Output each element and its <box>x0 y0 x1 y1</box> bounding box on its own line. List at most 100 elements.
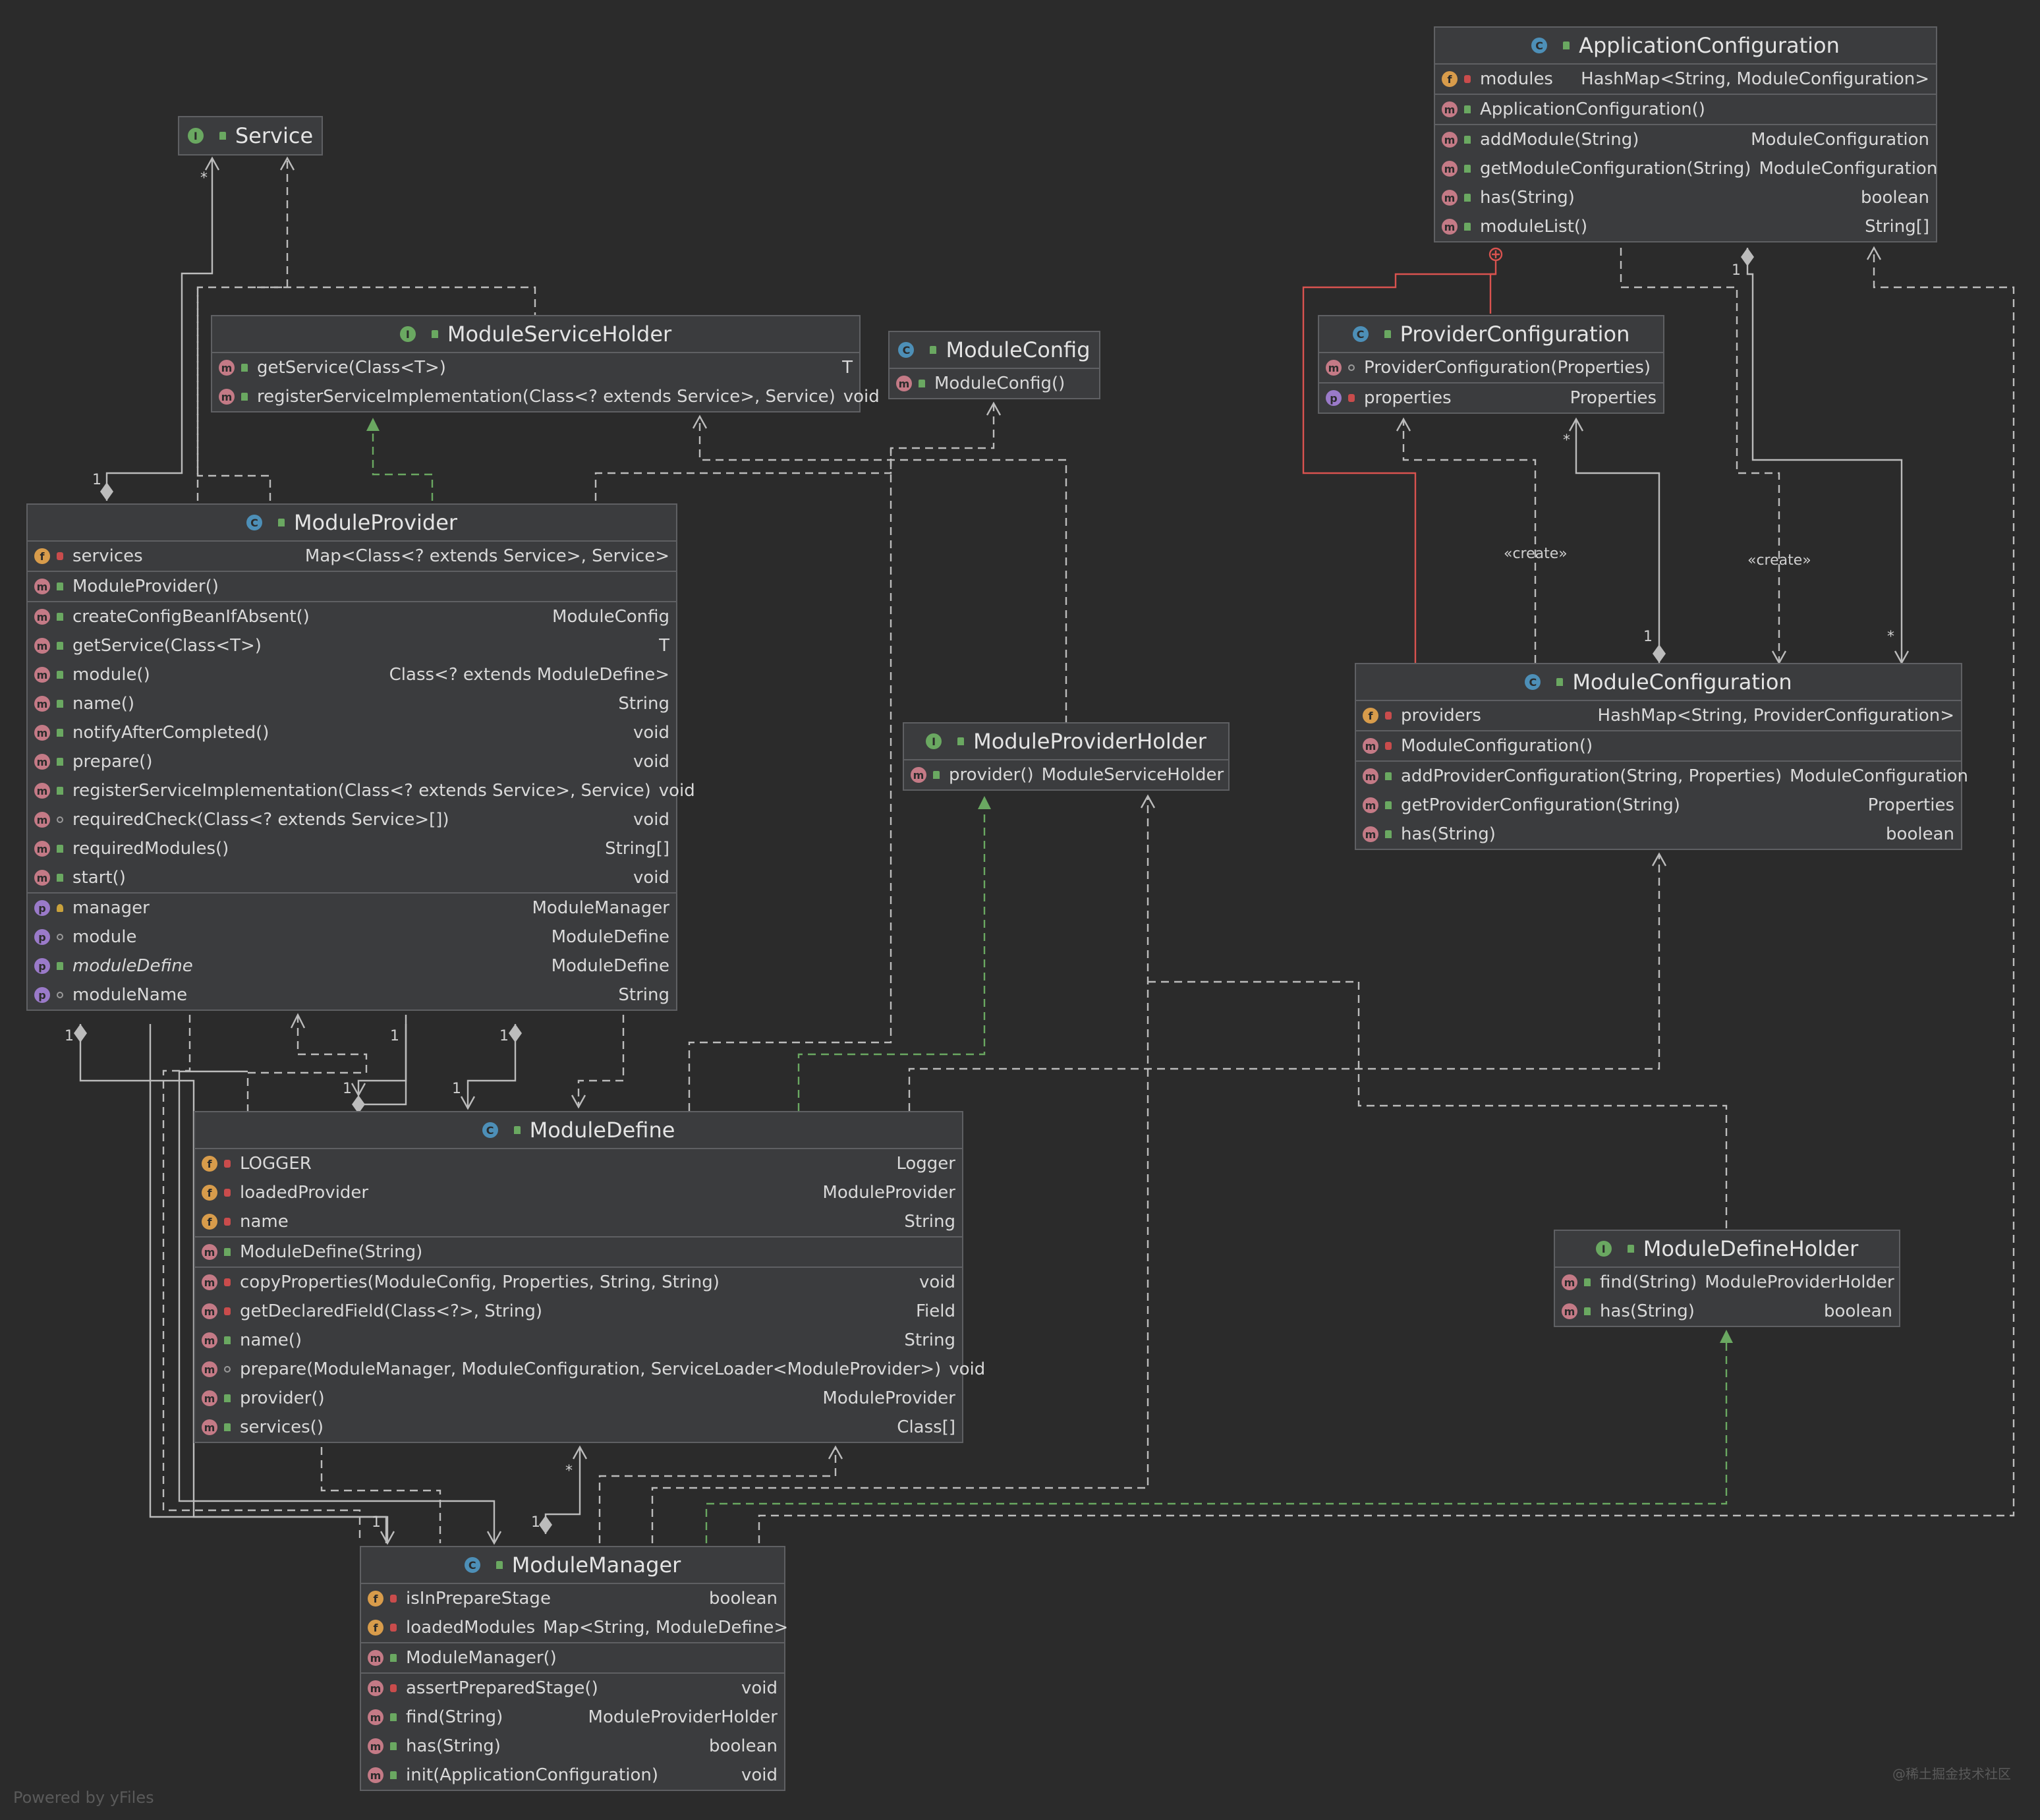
edge-manager-define-agg <box>544 1447 581 1534</box>
stereotype-create-label: «create» <box>1504 546 1568 562</box>
class-service[interactable]: I Service <box>178 116 323 156</box>
edge-provider-define-b <box>467 1024 517 1108</box>
public-icon <box>1464 223 1471 231</box>
public-icon <box>957 737 965 745</box>
class-header: I ModuleDefineHolder <box>1555 1231 1899 1268</box>
edge-moduleconfiguration-providerconfig-agg <box>1575 419 1660 663</box>
multiplicity-label: 1 <box>1732 262 1741 279</box>
interface-icon: I <box>399 326 416 342</box>
private-icon <box>224 1189 231 1197</box>
interface-icon: I <box>1595 1241 1612 1257</box>
method-icon: m <box>202 1244 217 1260</box>
package-private-icon <box>1348 364 1355 371</box>
class-header: I ModuleServiceHolder <box>212 316 859 353</box>
private-icon <box>1385 742 1392 750</box>
method-icon: m <box>34 609 50 625</box>
public-icon <box>224 1336 231 1344</box>
public-icon <box>241 364 248 372</box>
method-icon: m <box>34 725 50 741</box>
edge-define-provider-dep <box>246 1015 368 1111</box>
private-icon <box>1348 394 1355 402</box>
multiplicity-label: 1 <box>452 1081 461 1097</box>
method-icon: m <box>34 579 50 594</box>
multiplicity-label: 1 <box>65 1028 74 1044</box>
edge-provider-define-solid <box>358 1015 407 1106</box>
method-icon: m <box>1442 101 1458 117</box>
method-icon: m <box>368 1767 383 1783</box>
edge-define-provider-c <box>577 1015 625 1107</box>
field-icon: f <box>1442 71 1458 87</box>
class-header: C ModuleConfig <box>890 332 1099 369</box>
